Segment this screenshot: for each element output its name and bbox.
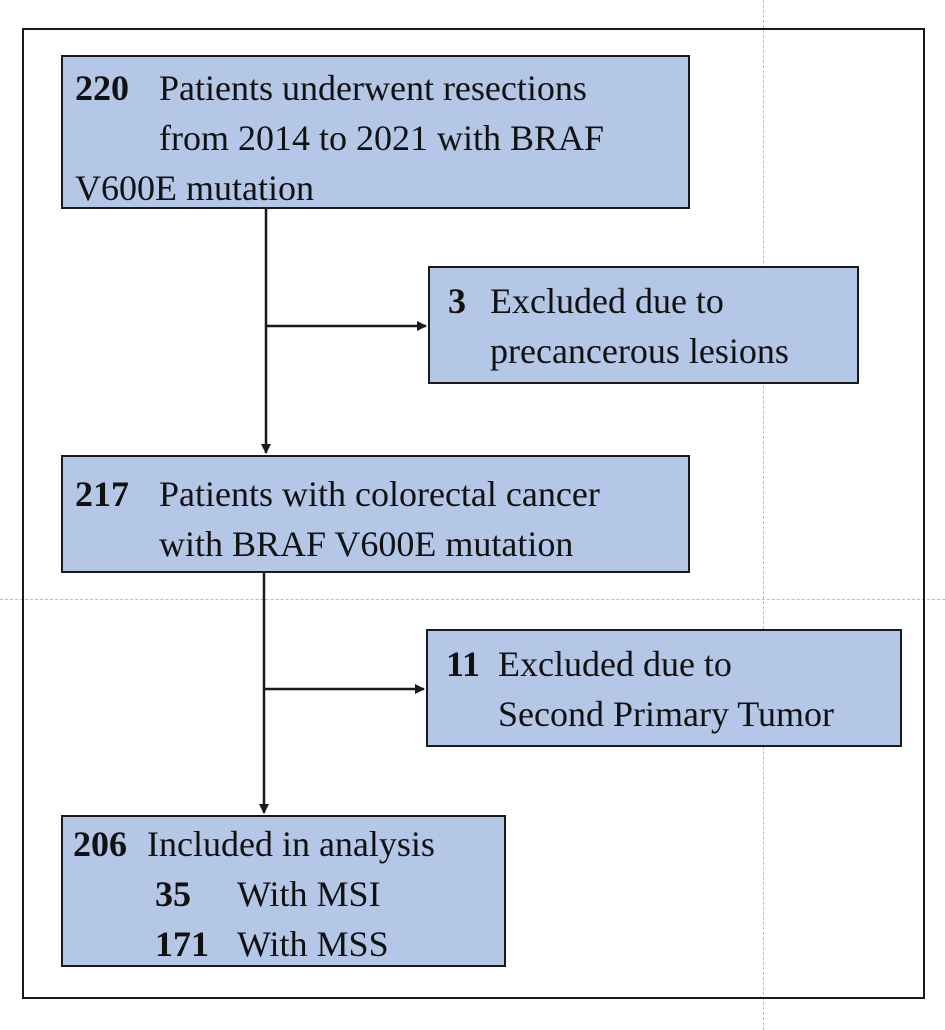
- excluded-precancerous-box: 3 Excluded due to precancerous lesions: [428, 266, 859, 384]
- enrolled-text-line3: V600E mutation: [75, 168, 314, 208]
- excluded-second-primary-text-line1: Excluded due to: [498, 644, 732, 684]
- msi-count: 35: [155, 874, 191, 914]
- enrolled-text-line1: Patients underwent resections: [159, 68, 587, 108]
- crc-text-line2: with BRAF V600E mutation: [159, 524, 574, 564]
- mss-row: 171 With MSS: [73, 919, 504, 969]
- analysis-count: 206: [73, 824, 127, 864]
- excluded-precancerous-text-line1: Excluded due to: [490, 281, 724, 321]
- mss-label: With MSS: [237, 924, 389, 964]
- crc-patients-box: 217 Patients with colorectal cancer with …: [61, 455, 690, 573]
- enrolled-patients-box: 220 Patients underwent resections from 20…: [61, 55, 690, 209]
- excluded-second-primary-text-line2: Second Primary Tumor: [498, 694, 835, 734]
- msi-label: With MSI: [237, 874, 381, 914]
- mss-count: 171: [155, 924, 209, 964]
- msi-row: 35 With MSI: [73, 869, 504, 919]
- excluded-precancerous-count: 3: [448, 281, 466, 321]
- crc-count: 217: [75, 474, 129, 514]
- vertical-guide-line: [763, 0, 764, 1030]
- enrolled-text-line2: from 2014 to 2021 with BRAF: [159, 118, 605, 158]
- horizontal-guide-line: [0, 599, 945, 600]
- diagram-frame: [22, 28, 925, 999]
- excluded-precancerous-text-line2: precancerous lesions: [490, 331, 789, 371]
- excluded-second-primary-count: 11: [446, 644, 481, 684]
- included-analysis-box: 206 Included in analysis 35 With MSI 171 Wi…: [61, 815, 506, 967]
- enrolled-count: 220: [75, 68, 129, 108]
- excluded-second-primary-box: 11 Excluded due to Second Primary Tumor: [426, 629, 902, 747]
- analysis-text-line1: Included in analysis: [147, 824, 435, 864]
- crc-text-line1: Patients with colorectal cancer: [159, 474, 600, 514]
